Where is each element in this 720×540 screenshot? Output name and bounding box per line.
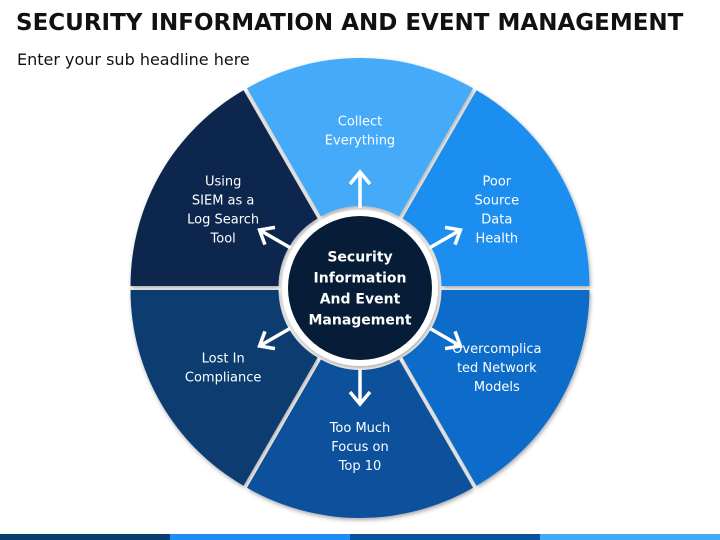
wheel-segment [247,57,473,217]
center-label-line: Information [314,271,407,287]
center-label-line: Management [308,313,411,329]
arrow-icon [428,225,463,250]
center-label-line: And Event [320,292,401,308]
arrow-icon [257,225,292,250]
segment-label-line: Collect [338,115,383,130]
segment-label-line: Everything [325,134,395,149]
footer-bar-segment [350,534,540,540]
footer-bar-segment [0,534,170,540]
segment-label-line: ted Network [457,361,537,376]
segment-label: Lost In Compliance [185,352,262,386]
arrow-icon [257,326,292,351]
segment-label-line: Too Much [329,421,391,436]
segment-label-line: Lost In [202,352,245,367]
segment-label-line: Using [205,175,241,190]
segment-label-line: Source [475,194,520,209]
footer-bar [0,534,720,540]
segment-label-line: Data [481,213,512,228]
segment-label-line: Tool [210,232,236,247]
segment-label-line: Poor [483,175,512,190]
segment-label-line: Health [475,232,518,247]
arrow-icon [348,368,372,407]
page-title: SECURITY INFORMATION AND EVENT MANAGEMEN… [16,10,684,36]
arrow-icon [348,169,372,208]
segment-label-line: Focus on [331,440,388,455]
segment-label-line: Compliance [185,371,262,386]
center-label-line: Security [327,250,392,266]
footer-bar-segment [170,534,350,540]
center-circle [288,216,432,360]
segment-label-line: Top 10 [338,459,382,474]
arrow-icon [428,326,463,351]
wheel-segment [247,359,473,518]
segment-label-line: Models [474,380,520,395]
footer-bar-segment [540,534,720,540]
segment-label-line: SIEM as a [192,194,255,209]
segment-label-line: Overcomplica [452,342,541,357]
segment-label-line: Log Search [187,213,259,228]
page-subtitle: Enter your sub headline here [17,50,250,69]
